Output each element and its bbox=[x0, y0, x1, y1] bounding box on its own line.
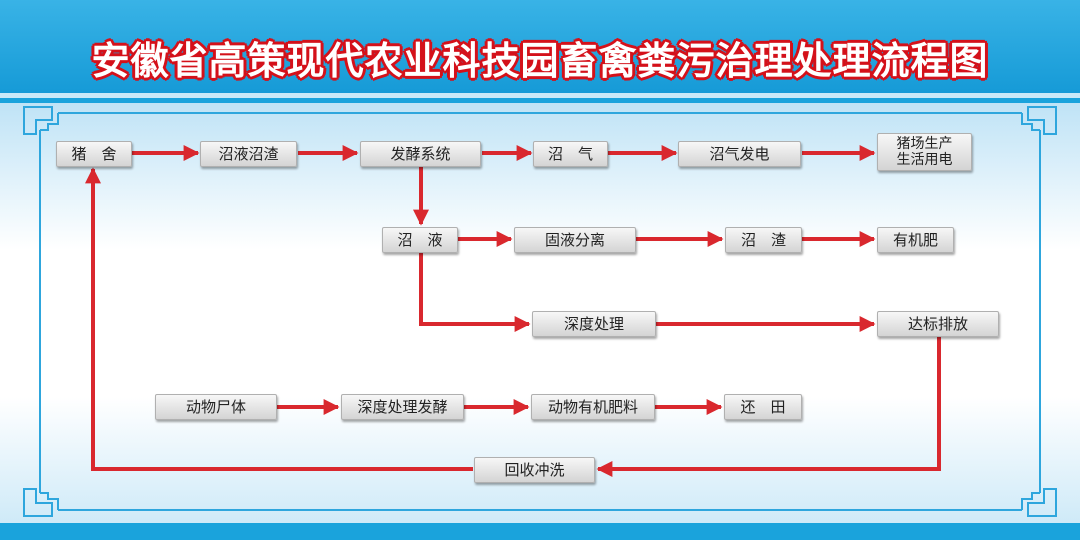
page-title: 安徽省高策现代农业科技园畜禽粪污治理处理流程图 bbox=[91, 39, 989, 83]
node-animal-carcass: 动物尸体 bbox=[155, 394, 277, 420]
node-biogas: 沼 气 bbox=[533, 141, 608, 167]
node-organic-fertilizer: 有机肥 bbox=[877, 227, 954, 253]
node-pig-house: 猪 舍 bbox=[56, 141, 132, 167]
node-farm-power: 猪场生产 生活用电 bbox=[877, 133, 972, 171]
node-recycle-flush: 回收冲洗 bbox=[474, 457, 595, 483]
header-band bbox=[0, 0, 1080, 98]
arrow-recycle-to-pig bbox=[85, 167, 473, 471]
node-biogas-residue: 沼 渣 bbox=[725, 227, 802, 253]
node-deep-treatment: 深度处理 bbox=[532, 311, 656, 337]
node-discharge: 达标排放 bbox=[877, 311, 999, 337]
node-solid-liquid-separation: 固液分离 bbox=[514, 227, 636, 253]
node-animal-organic-fertilizer: 动物有机肥料 bbox=[531, 394, 655, 420]
footer-band bbox=[0, 523, 1080, 540]
arrow-liquid-to-deep bbox=[419, 253, 531, 332]
node-biogas-liquid: 沼 液 bbox=[382, 227, 458, 253]
arrow-discharge-to-recycle bbox=[596, 337, 941, 477]
node-biogas-slurry-residue: 沼液沼渣 bbox=[200, 141, 297, 167]
node-biogas-power: 沼气发电 bbox=[678, 141, 801, 167]
node-deep-treatment-fermentation: 深度处理发酵 bbox=[341, 394, 464, 420]
node-fermentation-system: 发酵系统 bbox=[360, 141, 481, 167]
node-return-to-field: 还 田 bbox=[724, 394, 802, 420]
